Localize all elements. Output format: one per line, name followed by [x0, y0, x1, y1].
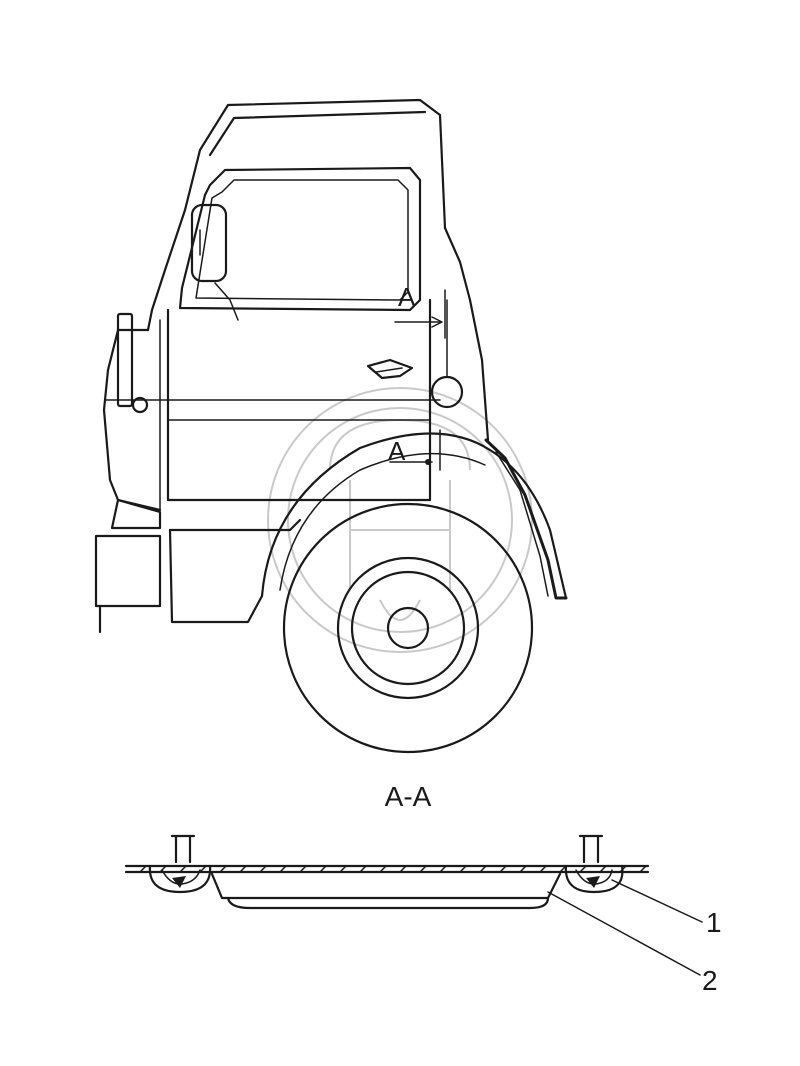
callout-1: 1	[706, 907, 722, 938]
callout-2: 2	[702, 965, 718, 996]
wheel-arch	[260, 432, 568, 600]
section-marker-bottom: A	[388, 436, 406, 466]
truck-cab-drawing	[94, 98, 568, 754]
wheel-tire	[282, 502, 534, 754]
right-fixing-clip	[578, 834, 604, 864]
section-marker-top: A	[398, 282, 416, 312]
side-marker-lamp	[430, 375, 464, 409]
section-detail-drawing	[124, 834, 703, 976]
watermark-seal	[267, 387, 533, 653]
cab-roof-outline	[198, 98, 447, 230]
door-handle	[366, 358, 414, 380]
leader-line-2	[547, 891, 701, 976]
left-fixing-clip	[170, 834, 196, 864]
lamp-lens	[210, 872, 562, 900]
indicator-lamp	[116, 312, 134, 408]
mirror	[190, 203, 228, 283]
wheel-hub	[386, 606, 430, 650]
step-panel	[94, 534, 162, 608]
door-window-frame	[178, 166, 422, 312]
section-title: A-A	[385, 781, 432, 812]
leader-line-1	[611, 879, 703, 923]
